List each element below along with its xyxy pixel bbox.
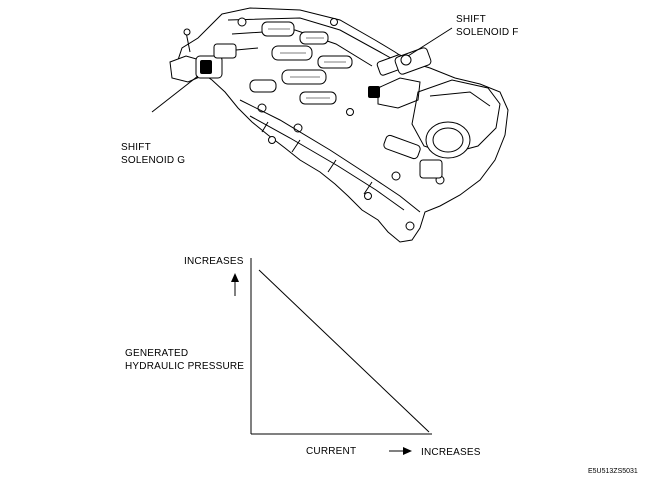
shift-solenoid-f-label-2: SOLENOID F [456, 27, 519, 38]
pressure-current-chart: INCREASES GENERATED HYDRAULIC PRESSURE C… [125, 256, 481, 458]
leader-solenoid-g [151, 75, 199, 113]
shift-solenoid-g-label-1: SHIFT [121, 142, 151, 153]
x-arrow [389, 447, 412, 455]
x-axis-label: CURRENT [306, 446, 356, 457]
y-arrow [231, 273, 239, 296]
shift-solenoid-f [368, 47, 432, 109]
valve-body-illustration [169, 7, 509, 243]
series-line [258, 269, 430, 433]
y-axis-label-2: HYDRAULIC PRESSURE [125, 361, 244, 372]
shift-solenoid-g-label-2: SOLENOID G [121, 155, 185, 166]
y-top-label: INCREASES [184, 256, 244, 267]
image-code: E5U513ZS5031 [588, 468, 638, 475]
y-axis-label-1: GENERATED [125, 348, 188, 359]
x-right-label: INCREASES [421, 447, 481, 458]
leader-solenoid-f [407, 27, 453, 57]
shift-solenoid-g [169, 28, 259, 83]
shift-solenoid-f-label-1: SHIFT [456, 14, 486, 25]
